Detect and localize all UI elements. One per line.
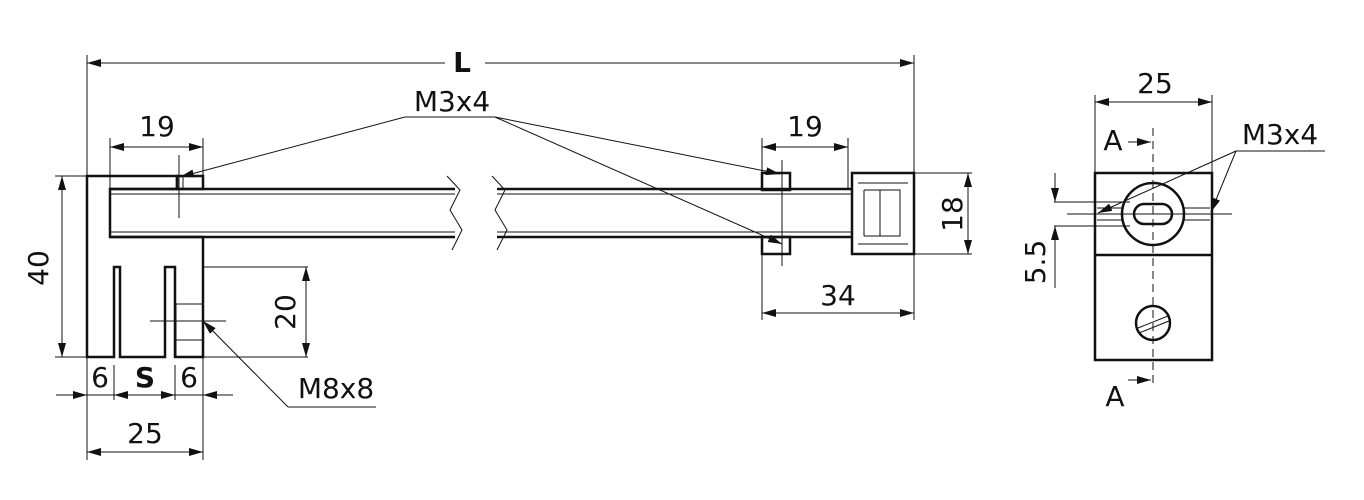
right-end-cap	[760, 160, 916, 266]
dim-offset-5-5: 5.5	[1019, 240, 1052, 285]
dim-width-25: 25	[127, 417, 163, 450]
dim-leg-6-right: 6	[180, 361, 198, 394]
tube	[110, 175, 852, 251]
dim-fork-20: 20	[269, 294, 302, 330]
side-view: 25 5.5 A A M3x4	[1019, 67, 1325, 413]
left-bracket	[85, 155, 226, 359]
dim-slot-s: S	[135, 361, 155, 394]
callouts: M3x4 M8x8	[179, 85, 783, 408]
dim-height-40: 40	[22, 250, 55, 286]
callout-tube-screws: M3x4	[414, 85, 490, 118]
dimensions: L 19 19 40 20 6 S 6 25 34 18	[22, 46, 972, 460]
dim-side-25: 25	[1137, 67, 1173, 100]
callout-side-screws: M3x4	[1242, 118, 1318, 151]
callout-fork-screw: M8x8	[298, 372, 374, 405]
section-label-top: A	[1103, 124, 1122, 157]
section-label-bottom: A	[1105, 380, 1124, 413]
dim-length-label: L	[453, 46, 471, 79]
dim-end-34: 34	[820, 279, 856, 312]
dim-end-18: 18	[936, 196, 969, 232]
dim-right-19: 19	[787, 110, 823, 143]
dim-left-19: 19	[139, 110, 175, 143]
dim-leg-6-left: 6	[91, 361, 109, 394]
